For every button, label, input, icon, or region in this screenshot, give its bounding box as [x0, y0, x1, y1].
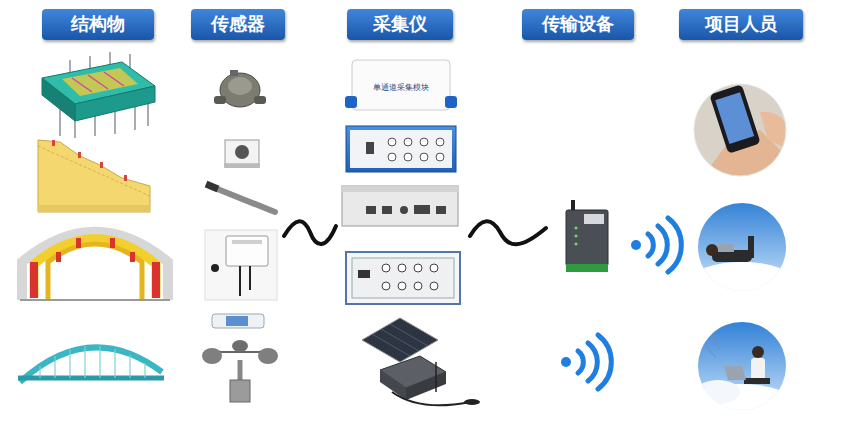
relaxing-user-photo	[692, 200, 792, 298]
header-box: 项目人员	[679, 9, 803, 40]
slope-section	[38, 140, 150, 212]
header-text: 传输设备	[542, 13, 614, 35]
header-box: 采集仪	[347, 9, 453, 40]
cable	[284, 221, 546, 244]
phone-user-photo	[690, 80, 790, 180]
pile-cap-model	[42, 52, 155, 138]
header-text: 项目人员	[705, 13, 777, 35]
header-text: 结构物	[71, 13, 125, 35]
laptop-user-photo	[688, 320, 792, 420]
logger-icons	[342, 60, 480, 405]
header-text: 采集仪	[373, 13, 427, 35]
photo-frame	[694, 84, 786, 176]
wireless-signal	[561, 218, 681, 389]
dtu-device	[566, 200, 608, 272]
device-label: 单通道采集模块	[373, 84, 429, 93]
header-box: 传感器	[191, 9, 285, 40]
header-box: 结构物	[42, 9, 154, 40]
header-text: 传感器	[211, 13, 265, 35]
arch-bridge	[18, 346, 164, 382]
sensor-icons	[202, 70, 278, 402]
header-box: 传输设备	[522, 9, 634, 40]
tunnel-support	[20, 232, 170, 300]
